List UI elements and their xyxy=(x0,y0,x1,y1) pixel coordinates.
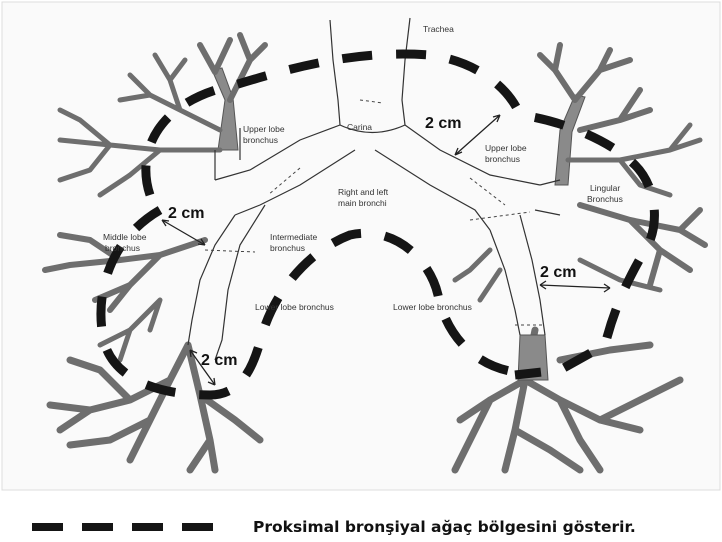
label-intermediate-1: Intermediate xyxy=(270,232,318,242)
label-right-lower-lobe: Lower lobe bronchus xyxy=(255,302,334,312)
label-trachea: Trachea xyxy=(423,24,454,34)
distance-label-lower-left: 2 cm xyxy=(201,352,237,369)
label-main-bronchi-2: main bronchi xyxy=(338,198,387,208)
label-right-upper-lobe-1: Upper lobe xyxy=(243,124,285,134)
label-middle-lobe-1: Middle lobe xyxy=(103,232,147,242)
legend-text: Proksimal bronşiyal ağaç bölgesini göste… xyxy=(253,518,636,536)
label-intermediate-2: bronchus xyxy=(270,243,305,253)
distance-label-middle-left: 2 cm xyxy=(168,205,204,222)
distance-label-lower-right: 2 cm xyxy=(540,264,576,281)
label-left-upper-lobe-2: bronchus xyxy=(485,154,520,164)
label-lingular-2: Bronchus xyxy=(587,194,623,204)
label-left-upper-lobe-1: Upper lobe xyxy=(485,143,527,153)
label-left-lower-lobe: Lower lobe bronchus xyxy=(393,302,472,312)
label-main-bronchi-1: Right and left xyxy=(338,187,389,197)
legend: Proksimal bronşiyal ağaç bölgesini göste… xyxy=(32,518,636,536)
distance-label-upper-right: 2 cm xyxy=(425,115,461,132)
label-middle-lobe-2: bronchus xyxy=(105,243,140,253)
label-right-upper-lobe-2: bronchus xyxy=(243,135,278,145)
label-carina: Carina xyxy=(347,122,372,132)
label-lingular-1: Lingular xyxy=(590,183,620,193)
